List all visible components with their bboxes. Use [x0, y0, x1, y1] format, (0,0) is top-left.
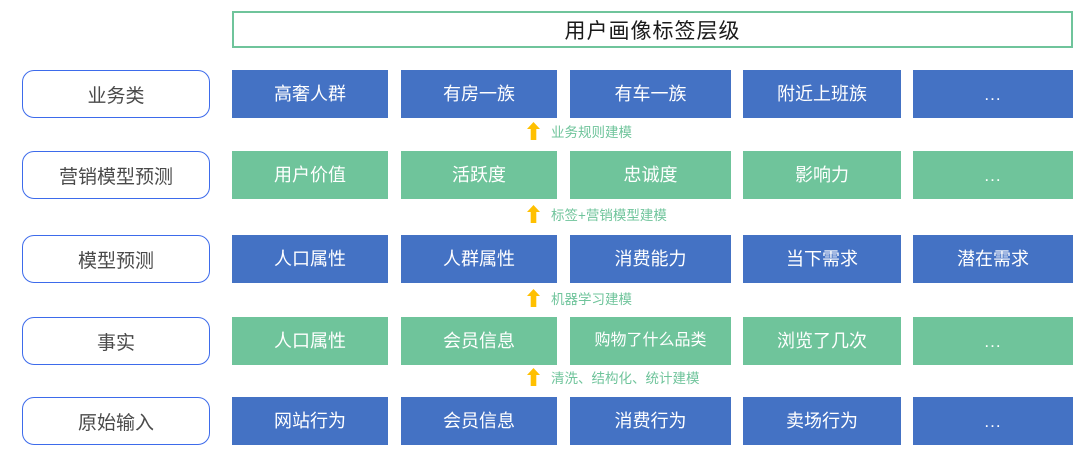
stage-pill-business-class[interactable]: 业务类 — [22, 70, 210, 118]
cell-row3-col3[interactable]: 消费能力 — [570, 235, 731, 283]
cell-label: ... — [984, 411, 1002, 431]
cell-row3-col5[interactable]: 潜在需求 — [913, 235, 1073, 283]
cell-row5-col3[interactable]: 消费行为 — [570, 397, 731, 445]
cell-label: 有车一族 — [614, 84, 687, 104]
cell-label: 当下需求 — [786, 249, 858, 269]
cell-label: 忠诚度 — [623, 165, 678, 185]
cell-label: 活跃度 — [452, 165, 506, 185]
arrow-note-label: 标签+营销模型建模 — [551, 208, 667, 223]
cell-label: 人口属性 — [274, 249, 346, 269]
cell-row3-col1[interactable]: 人口属性 — [232, 235, 388, 283]
stage-label: 业务类 — [87, 85, 145, 107]
cell-row2-col2[interactable]: 活跃度 — [401, 151, 557, 199]
cell-label: 用户价值 — [274, 165, 346, 185]
stage-label: 原始输入 — [77, 412, 154, 434]
stage-pill-fact[interactable]: 事实 — [22, 317, 210, 365]
cell-row4-col5[interactable]: ... — [913, 317, 1073, 365]
cell-label: 消费能力 — [614, 249, 687, 269]
cell-label: 购物了什么品类 — [594, 332, 707, 349]
cell-label: 附近上班族 — [777, 84, 867, 104]
cell-row1-col4[interactable]: 附近上班族 — [743, 70, 901, 118]
arrow-annotation-3: 机器学习建模 — [527, 287, 632, 309]
cell-label: 人口属性 — [274, 331, 346, 351]
cell-label: 高奢人群 — [274, 84, 346, 104]
cell-row4-col2[interactable]: 会员信息 — [401, 317, 557, 365]
stage-pill-marketing-model-prediction[interactable]: 营销模型预测 — [22, 151, 210, 199]
cell-label: 会员信息 — [443, 411, 515, 431]
cell-row1-col5[interactable]: ... — [913, 70, 1073, 118]
cell-label: 会员信息 — [443, 331, 515, 351]
cell-label: 有房一族 — [443, 84, 515, 104]
arrow-annotation-1: 业务规则建模 — [527, 120, 632, 142]
stage-pill-model-prediction[interactable]: 模型预测 — [22, 235, 210, 283]
cell-label: ... — [984, 165, 1002, 185]
cell-label: ... — [984, 331, 1002, 351]
page-title: 用户画像标签层级 — [564, 19, 741, 43]
diagram-title-box: 用户画像标签层级 — [232, 11, 1073, 48]
up-arrow-icon — [527, 289, 540, 307]
stage-label: 营销模型预测 — [58, 166, 173, 188]
cell-row3-col4[interactable]: 当下需求 — [743, 235, 901, 283]
cell-row2-col1[interactable]: 用户价值 — [232, 151, 388, 199]
cell-row1-col1[interactable]: 高奢人群 — [232, 70, 388, 118]
cell-row1-col2[interactable]: 有房一族 — [401, 70, 557, 118]
stage-label: 事实 — [96, 332, 135, 354]
cell-row2-col4[interactable]: 影响力 — [743, 151, 901, 199]
stage-label: 模型预测 — [77, 250, 154, 272]
cell-row2-col5[interactable]: ... — [913, 151, 1073, 199]
cell-row5-col4[interactable]: 卖场行为 — [743, 397, 901, 445]
cell-row5-col1[interactable]: 网站行为 — [232, 397, 388, 445]
arrow-note-label: 清洗、结构化、统计建模 — [551, 371, 700, 386]
cell-row4-col3[interactable]: 购物了什么品类 — [570, 317, 731, 365]
cell-label: ... — [984, 84, 1002, 104]
cell-row4-col1[interactable]: 人口属性 — [232, 317, 388, 365]
cell-label: 人群属性 — [443, 249, 515, 269]
cell-row5-col5[interactable]: ... — [913, 397, 1073, 445]
cell-row3-col2[interactable]: 人群属性 — [401, 235, 557, 283]
cell-label: 网站行为 — [274, 411, 346, 431]
cell-row5-col2[interactable]: 会员信息 — [401, 397, 557, 445]
cell-row2-col3[interactable]: 忠诚度 — [570, 151, 731, 199]
cell-label: 消费行为 — [614, 411, 687, 431]
stage-pill-raw-input[interactable]: 原始输入 — [22, 397, 210, 445]
arrow-annotation-4: 清洗、结构化、统计建模 — [527, 366, 700, 388]
cell-row4-col4[interactable]: 浏览了几次 — [743, 317, 901, 365]
up-arrow-icon — [527, 368, 540, 386]
cell-row1-col3[interactable]: 有车一族 — [570, 70, 731, 118]
up-arrow-icon — [527, 122, 540, 140]
arrow-annotation-2: 标签+营销模型建模 — [527, 203, 667, 225]
cell-label: 浏览了几次 — [777, 331, 867, 351]
arrow-note-label: 业务规则建模 — [551, 125, 632, 140]
cell-label: 卖场行为 — [786, 411, 858, 431]
arrow-note-label: 机器学习建模 — [551, 292, 632, 307]
cell-label: 潜在需求 — [957, 249, 1029, 269]
cell-label: 影响力 — [795, 165, 849, 185]
up-arrow-icon — [527, 205, 540, 223]
